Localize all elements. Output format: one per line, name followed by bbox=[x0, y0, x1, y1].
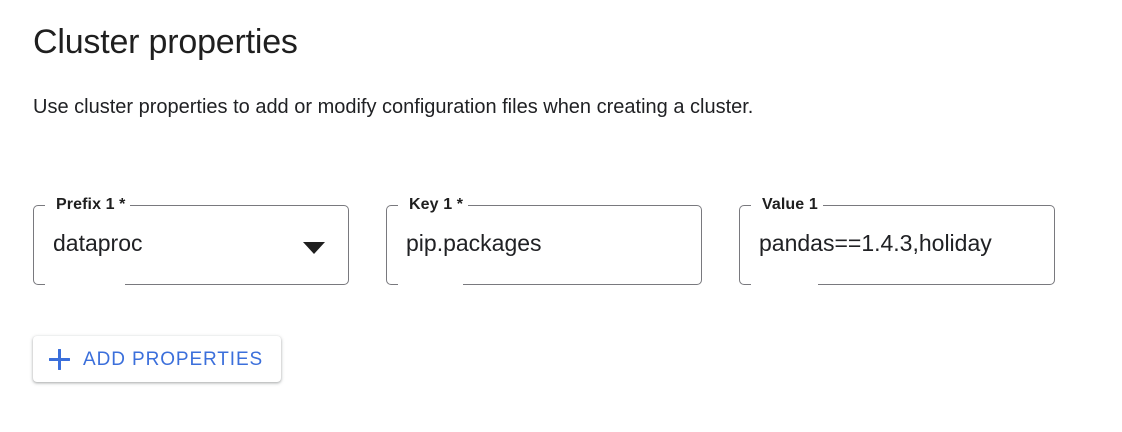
key-field-label: Key 1 * bbox=[405, 194, 469, 216]
value-field[interactable]: Value 1 pandas==1.4.3,holiday bbox=[739, 194, 1055, 285]
value-field-label: Value 1 bbox=[758, 194, 823, 216]
add-properties-button-label: ADD PROPERTIES bbox=[83, 348, 264, 370]
key-field[interactable]: Key 1 * pip.packages bbox=[386, 194, 702, 285]
page-title: Cluster properties bbox=[33, 23, 298, 61]
prefix-field-value[interactable]: dataproc bbox=[53, 230, 143, 256]
properties-row: Prefix 1 * dataproc Key 1 * pip.packages… bbox=[33, 194, 1055, 285]
key-field-value[interactable]: pip.packages bbox=[406, 230, 542, 256]
plus-icon bbox=[49, 348, 70, 370]
value-field-value[interactable]: pandas==1.4.3,holiday bbox=[759, 230, 992, 256]
add-properties-button[interactable]: ADD PROPERTIES bbox=[33, 336, 282, 382]
prefix-field[interactable]: Prefix 1 * dataproc bbox=[33, 194, 349, 285]
chevron-down-icon[interactable] bbox=[303, 242, 325, 254]
page-description: Use cluster properties to add or modify … bbox=[33, 96, 754, 118]
prefix-field-label: Prefix 1 * bbox=[52, 194, 131, 216]
